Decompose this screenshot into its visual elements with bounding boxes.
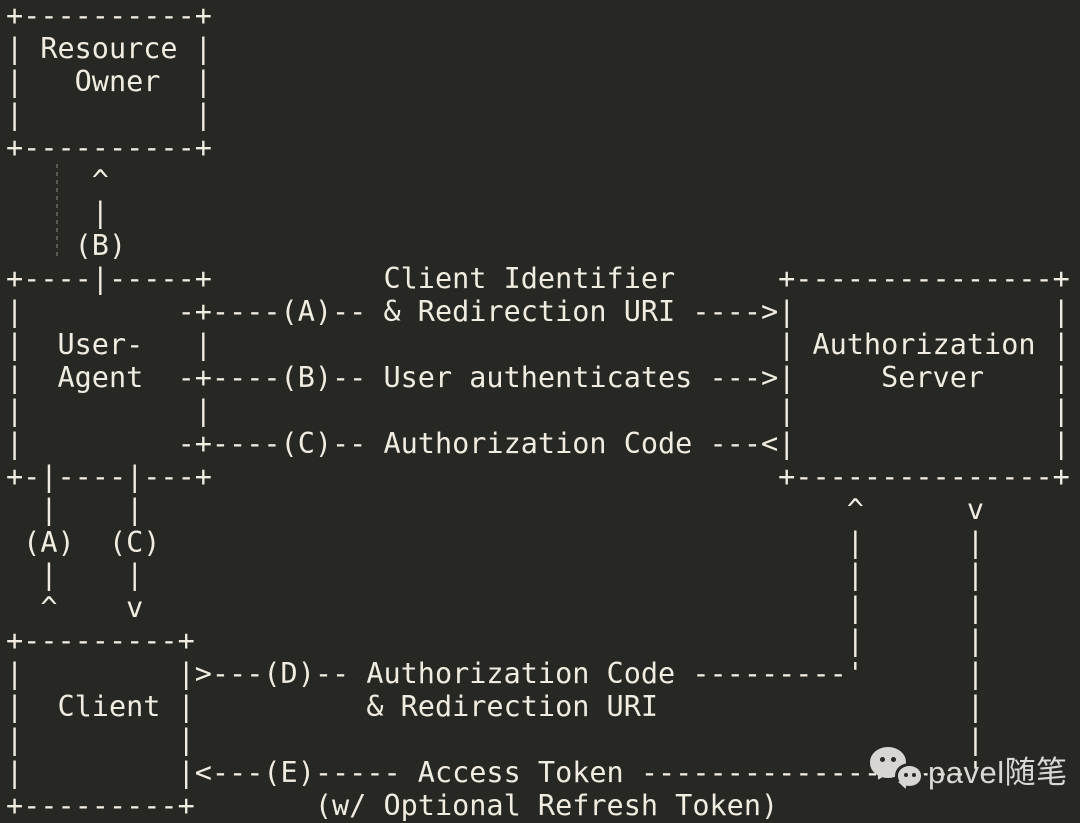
wechat-eye: [891, 757, 896, 762]
wechat-icon: [866, 742, 924, 796]
wechat-eye: [912, 773, 916, 777]
ascii-flow-diagram: +----------+ | Resource | | Owner | | | …: [6, 0, 1070, 822]
wechat-bubble-small: [895, 763, 924, 796]
wechat-eye: [880, 757, 885, 762]
watermark-text: pavel随笔: [928, 754, 1068, 790]
wechat-bubble-tail: [898, 778, 912, 796]
wechat-bubble-large: [869, 747, 906, 788]
watermark: pavel随笔: [866, 740, 1068, 798]
faint-artifact-line: [56, 164, 58, 260]
wechat-eye: [904, 773, 908, 777]
wechat-bubble-tail: [869, 768, 889, 788]
